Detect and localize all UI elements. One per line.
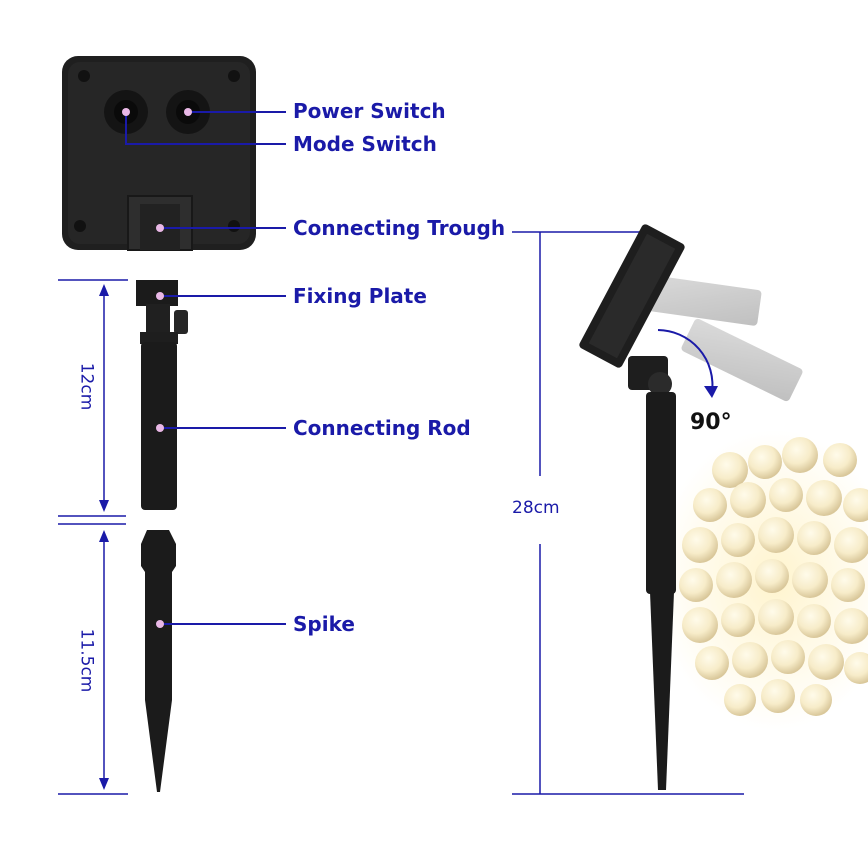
arrow-up-icon [99, 284, 109, 296]
label-fixing-plate: Fixing Plate [293, 284, 427, 308]
assembled-light [579, 224, 685, 790]
arrow-down-icon [704, 386, 718, 398]
label-connecting-rod: Connecting Rod [293, 416, 471, 440]
fixing-plate [136, 280, 178, 306]
dimension-lines-left [58, 279, 128, 795]
label-power-switch: Power Switch [293, 99, 446, 123]
spike-body [141, 530, 176, 792]
marker-dot [156, 620, 164, 628]
dimension-total-height: 28cm [512, 498, 560, 518]
tilt-angle-label: 90° [690, 410, 732, 435]
connecting-rod-part [136, 280, 188, 510]
tilt-angle-arc [657, 329, 718, 398]
knob-icon [174, 310, 188, 334]
marker-dots [122, 108, 192, 628]
label-spike: Spike [293, 612, 355, 636]
label-mode-switch: Mode Switch [293, 132, 437, 156]
dimension-spike-length: 11.5cm [76, 628, 97, 693]
arrow-down-icon [99, 500, 109, 512]
screw-icon [78, 70, 90, 82]
string-lights [655, 430, 868, 730]
label-connecting-trough: Connecting Trough [293, 216, 506, 240]
dimension-arrows [99, 284, 109, 790]
leader-lines [125, 111, 286, 625]
marker-dot [156, 292, 164, 300]
screw-icon [228, 70, 240, 82]
screw-icon [228, 220, 240, 232]
arrow-down-icon [99, 778, 109, 790]
arrow-up-icon [99, 530, 109, 542]
marker-dot [122, 108, 130, 116]
spike-part [141, 530, 176, 792]
tilt-ghost-panels [638, 274, 803, 402]
marker-dot [184, 108, 192, 116]
knob-icon [648, 372, 672, 396]
dimension-lines-right [512, 231, 744, 795]
marker-dot [156, 224, 164, 232]
marker-dot [156, 424, 164, 432]
solar-panel-back [62, 56, 256, 251]
dimension-rod-length: 12cm [76, 362, 97, 411]
screw-icon [74, 220, 86, 232]
